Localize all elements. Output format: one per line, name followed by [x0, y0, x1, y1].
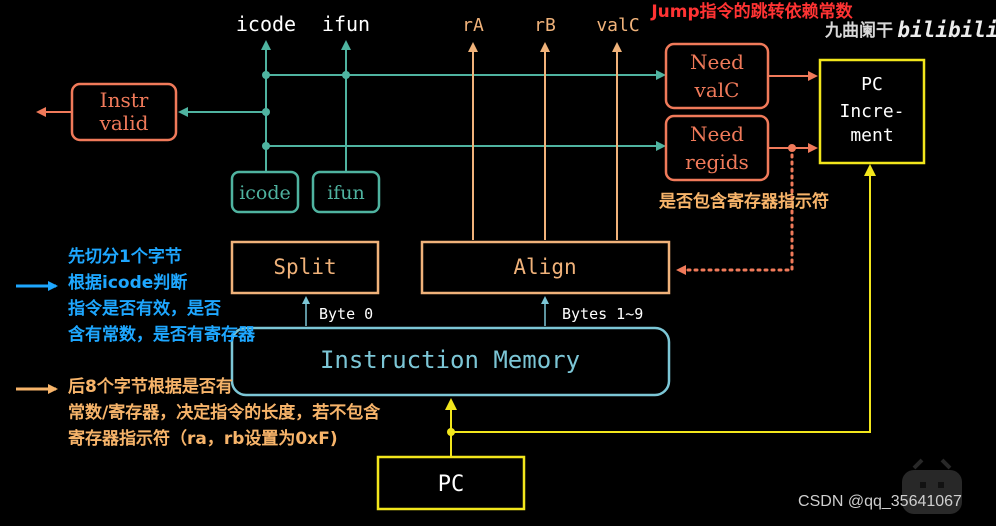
align-label: Align — [513, 255, 576, 279]
need-valc-label-2: valC — [694, 78, 740, 102]
ra-signal-label: rA — [462, 15, 484, 36]
need-valc-block: Need valC — [664, 42, 770, 110]
icode-signal-label: icode — [236, 12, 296, 36]
align-block: Align — [420, 240, 671, 295]
junction-dot — [262, 108, 270, 116]
icode-register-block: icode — [230, 170, 300, 214]
pc-increment-block: PC Incre- ment — [818, 58, 926, 165]
note-2-line-1: 后8个字节根据是否有 — [68, 376, 233, 397]
orange-wires — [36, 71, 818, 275]
junction-dot — [342, 71, 350, 79]
instr-valid-block: Instr valid — [70, 82, 178, 142]
ifun-register-block: ifun — [311, 170, 381, 214]
icode-box-label: icode — [239, 182, 291, 204]
regid-note: 是否包含寄存器指示符 — [659, 191, 829, 212]
csdn-credit: CSDN @qq_35641067 — [798, 493, 962, 510]
pc-label: PC — [438, 472, 465, 497]
note-2-line-3: 寄存器指示符（ra，rb设置为0xF) — [68, 428, 338, 449]
note-2: 后8个字节根据是否有 常数/寄存器，决定指令的长度，若不包含 寄存器指示符（ra… — [16, 376, 381, 449]
instruction-memory-label: Instruction Memory — [320, 346, 580, 374]
rb-signal-label: rB — [534, 15, 556, 36]
instr-valid-label-1: Instr — [100, 88, 149, 112]
tv-mascot-icon — [902, 458, 962, 514]
bytes19-label: Bytes 1~9 — [562, 305, 643, 323]
bilibili-logo: bilibili — [897, 18, 996, 42]
instruction-memory-block: Instruction Memory — [230, 326, 671, 397]
note-1-line-2: 根据icode判断 — [68, 272, 187, 293]
valc-signal-label: valC — [596, 15, 639, 36]
byte0-label: Byte 0 — [319, 305, 373, 323]
pc-block: PC — [376, 455, 526, 511]
need-regids-label-2: regids — [685, 150, 749, 174]
instr-valid-label-2: valid — [99, 111, 149, 135]
junction-dot — [262, 142, 270, 150]
need-regids-to-align-dotted-wire — [676, 146, 794, 275]
split-block: Split — [230, 240, 380, 295]
wire-junctions — [262, 71, 350, 150]
jump-title: Jump指令的跳转依赖常数 — [650, 1, 853, 22]
split-label: Split — [273, 255, 336, 279]
signal-labels: icode ifun rA rB valC — [236, 12, 640, 36]
teal-wires — [178, 40, 666, 172]
pc-to-increment-wire — [451, 164, 876, 433]
junction-dot — [262, 71, 270, 79]
ifun-box-label: ifun — [327, 182, 365, 204]
note-2-line-2: 常数/寄存器，决定指令的长度，若不包含 — [68, 402, 381, 423]
note-1-line-3: 指令是否有效，是否 — [68, 298, 221, 319]
align-output-wires — [468, 42, 622, 240]
pc-increment-label-2: Incre- — [839, 101, 904, 122]
note-1: 先切分1个字节 根据icode判断 指令是否有效，是否 含有常数，是否有寄存器 — [16, 246, 256, 345]
byte-wires — [302, 296, 549, 326]
need-regids-label-1: Need — [690, 122, 744, 146]
junction-dot — [447, 428, 455, 436]
junction-dot — [788, 144, 796, 152]
note-1-line-1: 先切分1个字节 — [68, 246, 182, 267]
brand-watermark: 九曲阑干 — [824, 20, 893, 41]
need-valc-label-1: Need — [690, 50, 744, 74]
ifun-signal-label: ifun — [322, 12, 370, 36]
need-regids-block: Need regids — [664, 114, 770, 182]
note-1-line-4: 含有常数，是否有寄存器 — [68, 324, 256, 345]
pc-increment-label-1: PC — [861, 74, 883, 95]
pc-increment-label-3: ment — [850, 125, 893, 146]
